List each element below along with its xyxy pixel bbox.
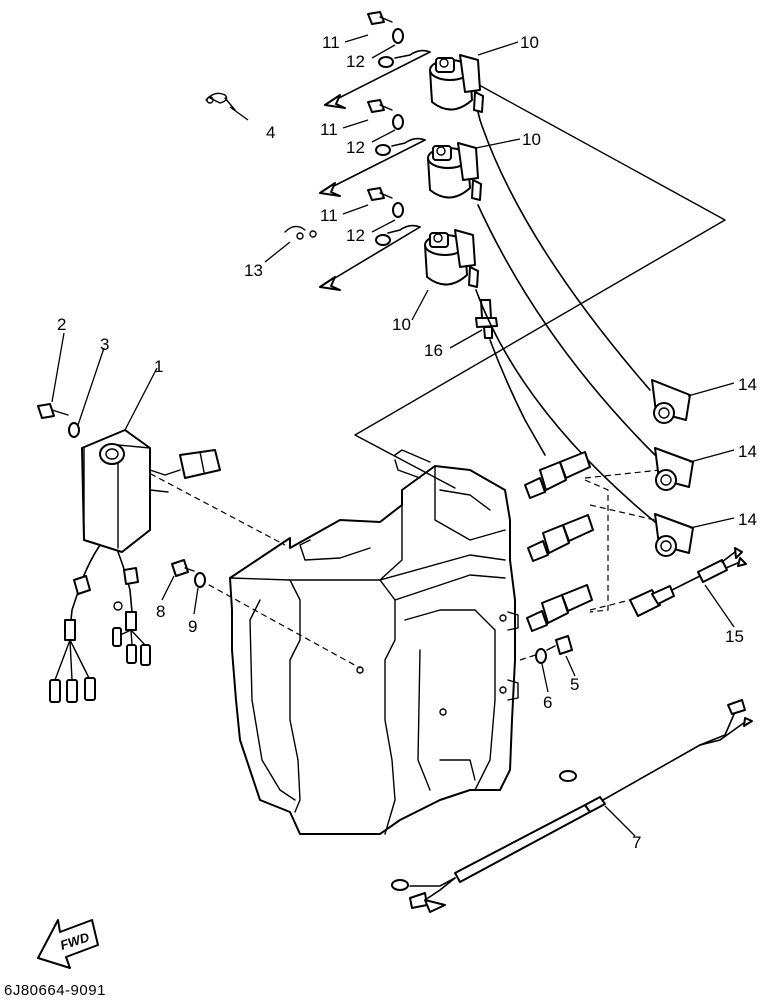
callout-7: 7: [632, 833, 641, 852]
plug-cap-1: [651, 379, 691, 424]
callout-4: 4: [266, 123, 275, 142]
callout-14-b: 14: [738, 442, 757, 461]
spark-plug-2: [527, 514, 594, 562]
sensor-16: [475, 299, 498, 339]
washer-9: [194, 572, 206, 588]
ignition-coil-1: [429, 54, 484, 121]
spark-plug-3: [526, 584, 593, 632]
grouping-bracket-line: [354, 79, 726, 489]
spark-plug-1: [524, 451, 591, 499]
fwd-indicator: FWD: [37, 919, 99, 969]
callout-16: 16: [424, 341, 443, 360]
cdi-washer-3: [68, 422, 80, 438]
bolt-8: [171, 559, 195, 577]
callout-2: 2: [57, 315, 66, 334]
engine-block: [229, 449, 519, 835]
callout-13: 13: [244, 261, 263, 280]
callout-10-a: 10: [520, 33, 539, 52]
ignition-coil-3: [424, 229, 479, 288]
callout-11-a: 11: [322, 33, 340, 52]
callout-12-a: 12: [346, 52, 365, 71]
callouts: 11 12 10 4 11 12 10 11 12 13 10 16 2 3 1…: [57, 33, 757, 852]
wire-harness-7: [391, 699, 753, 913]
cdi-bolt-2: [37, 403, 69, 419]
plug-cap-3: [654, 513, 694, 557]
callout-14-c: 14: [738, 510, 757, 529]
wire-clip-13: [284, 225, 317, 240]
callout-10-c: 10: [392, 315, 411, 334]
callout-10-b: 10: [522, 130, 541, 149]
callout-11-b: 11: [320, 120, 338, 139]
callout-1: 1: [154, 357, 163, 376]
callout-11-c: 11: [320, 206, 338, 225]
plug-cap-2: [654, 447, 694, 491]
coil-ground-leads: [319, 49, 431, 291]
callout-9: 9: [188, 617, 197, 636]
drawing-code: 6J80664-9091: [4, 982, 106, 999]
cdi-unit: [81, 429, 221, 553]
coil-bolts: [367, 11, 393, 201]
washer-6: [535, 648, 547, 664]
sensor-lead-15: [629, 547, 747, 617]
callout-14-a: 14: [738, 375, 757, 394]
ignition-coil-2: [427, 142, 482, 201]
callout-6: 6: [543, 693, 552, 712]
coil-washers: [375, 28, 404, 246]
bolt-5: [546, 635, 573, 655]
callout-12-b: 12: [346, 138, 365, 157]
callout-12-c: 12: [346, 226, 365, 245]
callout-8: 8: [156, 602, 165, 621]
callout-3: 3: [100, 335, 109, 354]
callout-5: 5: [570, 675, 579, 694]
leader-lines: [51, 34, 735, 837]
callout-15: 15: [725, 627, 744, 646]
high-tension-leads: [475, 119, 656, 523]
cdi-leads: [49, 544, 151, 703]
wire-clip-4: [205, 92, 236, 111]
